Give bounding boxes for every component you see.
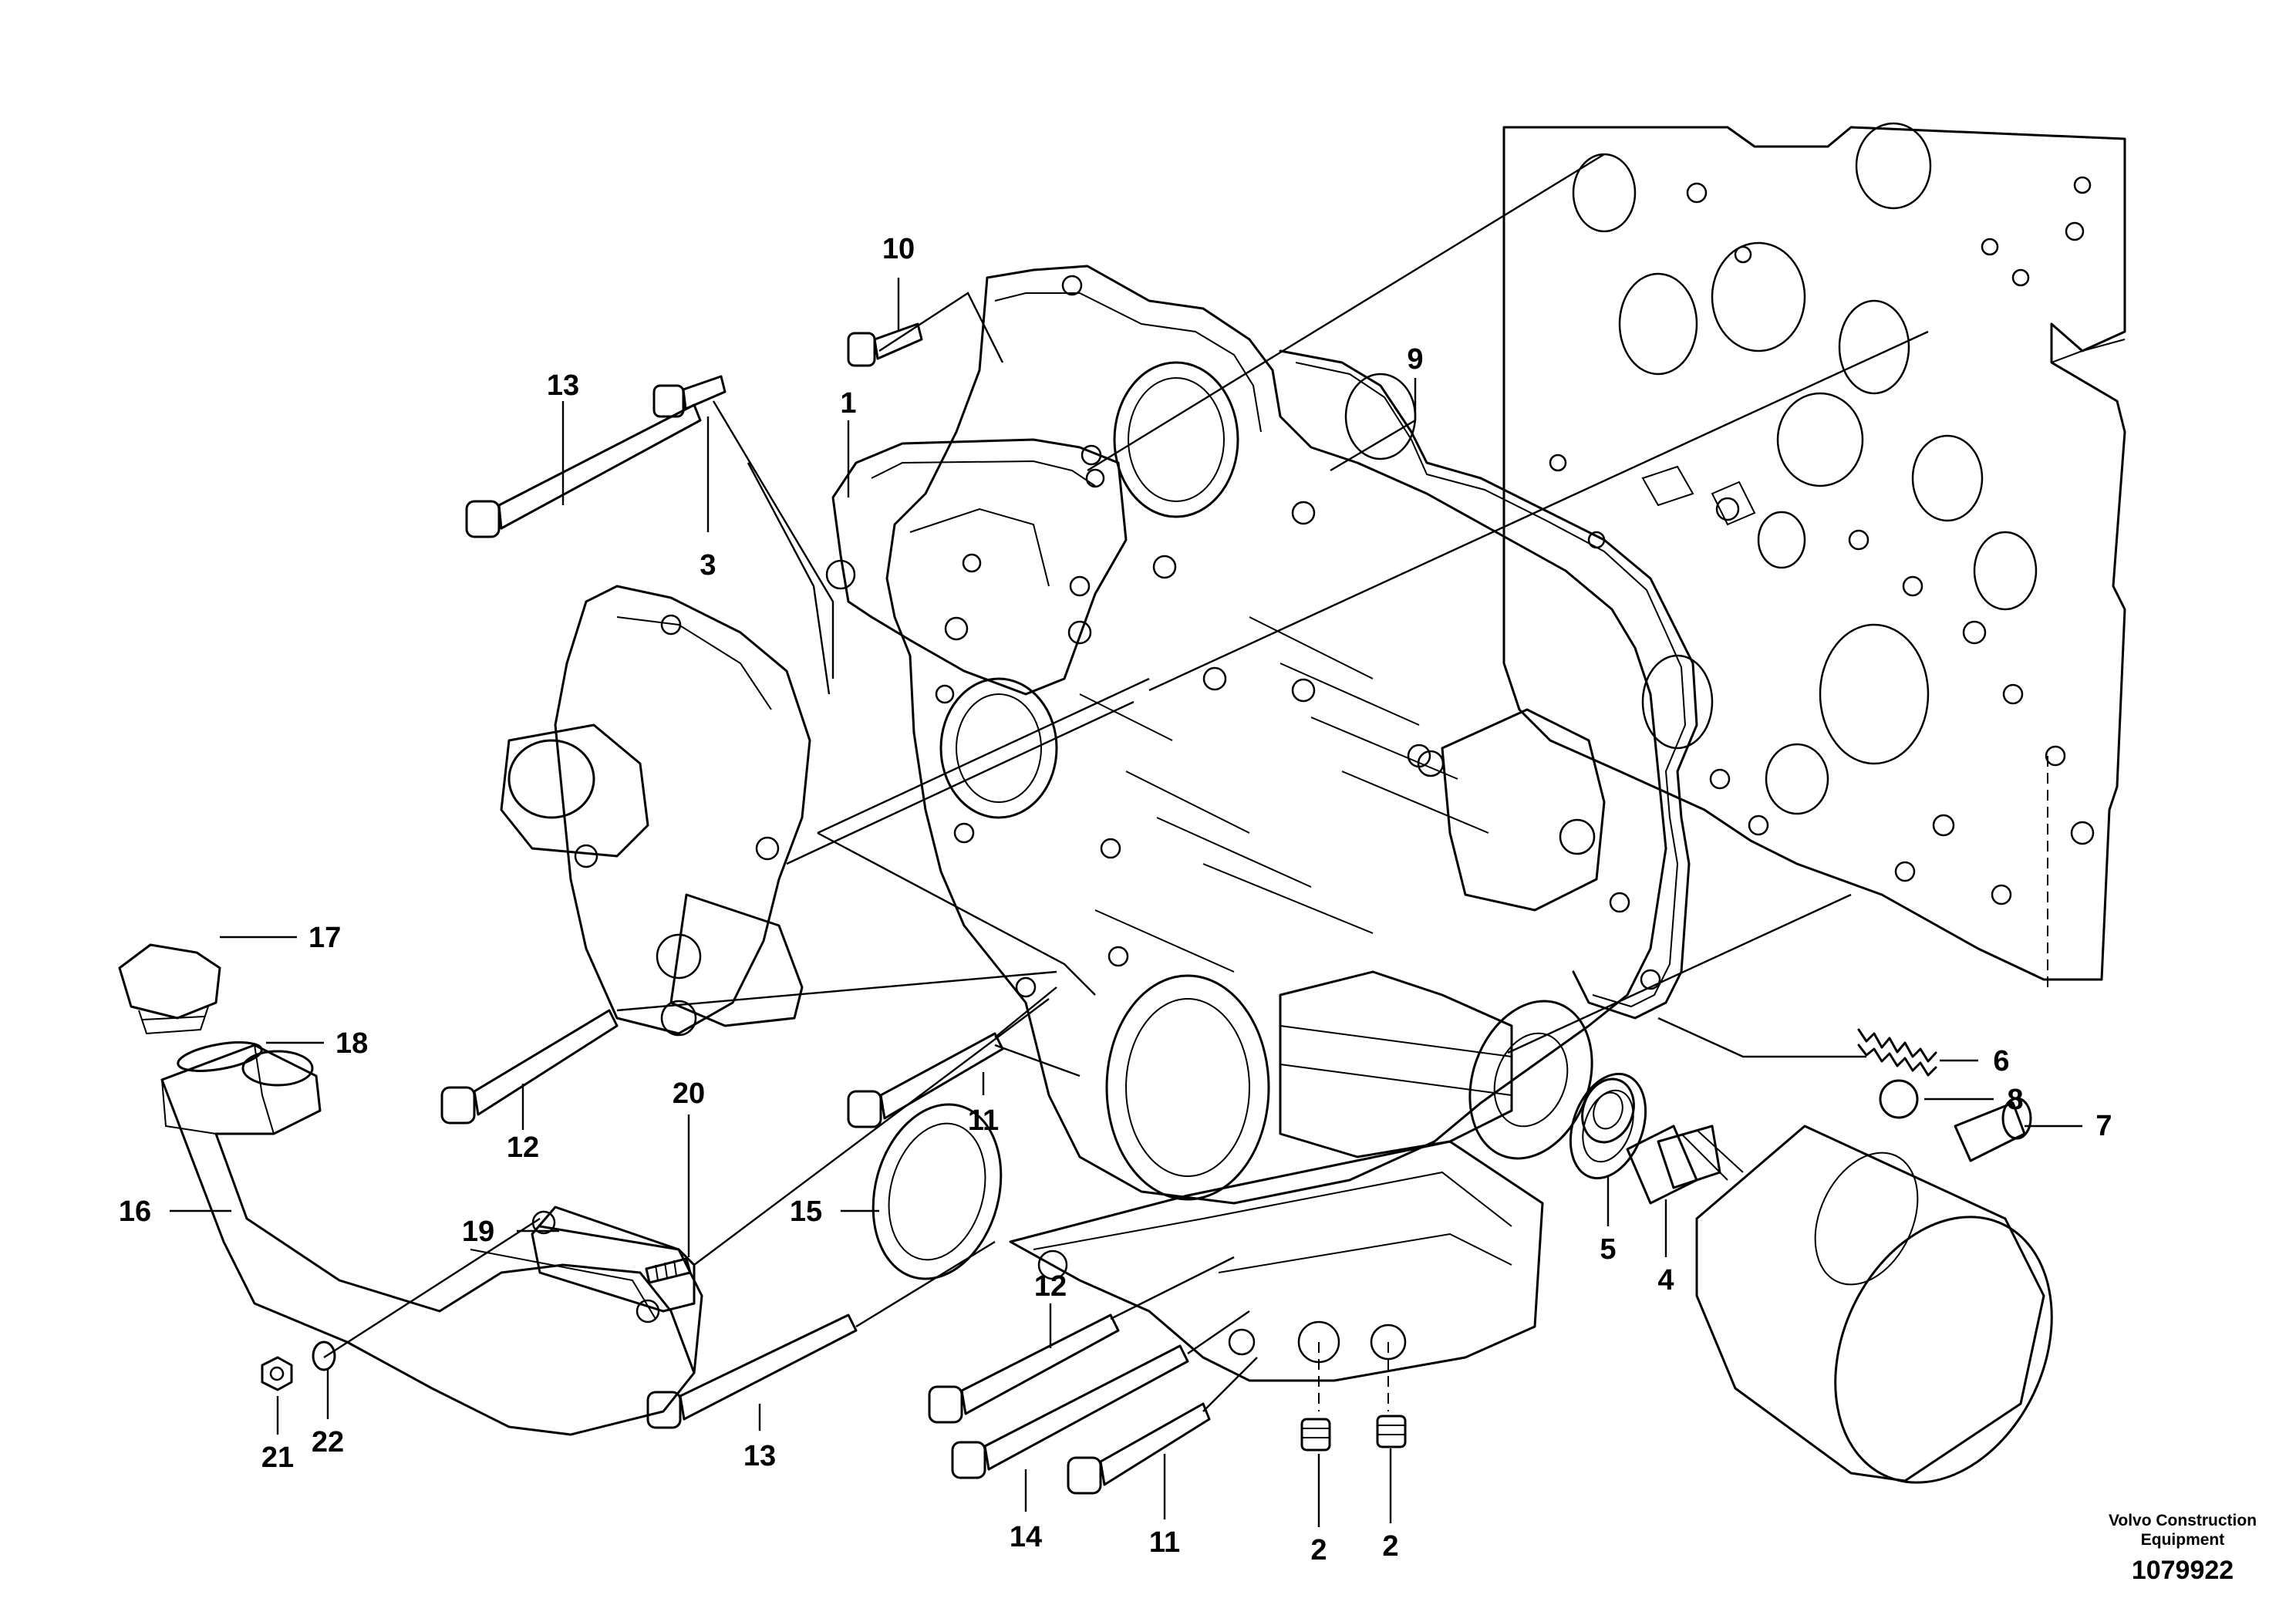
bolt-12-left bbox=[440, 1009, 619, 1125]
callout-13-lower: 13 bbox=[743, 1440, 776, 1472]
footer-block: Volvo Construction Equipment 1079922 bbox=[2109, 1512, 2257, 1585]
oil-filter-nipple bbox=[1626, 1125, 1698, 1205]
o-ring-seal bbox=[1569, 1072, 1647, 1180]
brand-line-2: Equipment bbox=[2141, 1531, 2225, 1549]
engine-block bbox=[1502, 122, 2126, 987]
callout-labels: 1 2 2 3 4 5 6 7 8 9 10 11 11 12 12 13 13… bbox=[119, 233, 2112, 1566]
lock-washer bbox=[312, 1340, 336, 1371]
oil-filter-adapter bbox=[1468, 1000, 1635, 1160]
reference-number: 1079922 bbox=[2132, 1556, 2234, 1585]
callout-6: 6 bbox=[1993, 1045, 2009, 1077]
callout-16: 16 bbox=[119, 1195, 151, 1228]
callout-22: 22 bbox=[312, 1426, 344, 1458]
oil-pan bbox=[1009, 1140, 1544, 1411]
relief-valve-plunger bbox=[1954, 1097, 2032, 1162]
callout-7: 7 bbox=[2095, 1110, 2112, 1142]
drain-plug-right bbox=[1376, 1415, 1407, 1448]
drain-plug-left bbox=[1300, 1418, 1331, 1452]
callout-18: 18 bbox=[335, 1027, 368, 1060]
oil-filler-cap bbox=[118, 943, 221, 1035]
bolt-11-lower bbox=[1067, 1402, 1211, 1495]
relief-valve-ball bbox=[1879, 1079, 1919, 1119]
bolt-11-upper bbox=[847, 1032, 1004, 1128]
bolt-13-upper bbox=[465, 403, 702, 538]
water-pump bbox=[500, 585, 811, 1037]
front-oil-seal bbox=[872, 1103, 1003, 1280]
callout-2-left: 2 bbox=[1310, 1534, 1327, 1566]
callout-15: 15 bbox=[790, 1195, 822, 1228]
brand-line-1: Volvo Construction bbox=[2109, 1512, 2257, 1529]
filler-pipe-gasket bbox=[531, 1206, 696, 1313]
callout-20: 20 bbox=[673, 1077, 705, 1110]
thermostat-housing bbox=[825, 438, 1128, 696]
callout-2-right: 2 bbox=[1382, 1530, 1398, 1563]
bolt-14 bbox=[951, 1344, 1189, 1479]
gasket bbox=[1279, 349, 1698, 1020]
bolt-10 bbox=[847, 322, 923, 367]
oil-filler-pipe bbox=[160, 1044, 703, 1436]
callout-19: 19 bbox=[462, 1216, 494, 1248]
timing-cover bbox=[885, 265, 1667, 1205]
bolt-13-lower bbox=[646, 1313, 858, 1429]
callout-11-lower: 11 bbox=[1149, 1526, 1180, 1559]
callout-8: 8 bbox=[2007, 1084, 2023, 1116]
callout-3: 3 bbox=[700, 549, 716, 582]
bolt-12-lower bbox=[928, 1313, 1120, 1424]
callout-5: 5 bbox=[1600, 1233, 1616, 1266]
callout-14: 14 bbox=[1010, 1521, 1042, 1553]
hex-nut bbox=[261, 1356, 293, 1391]
callout-12-lower: 12 bbox=[1034, 1270, 1067, 1303]
stud bbox=[645, 1257, 692, 1284]
callout-17: 17 bbox=[308, 922, 341, 954]
callout-1: 1 bbox=[840, 387, 856, 420]
filler-o-ring bbox=[177, 1041, 263, 1072]
callout-10: 10 bbox=[882, 233, 915, 265]
relief-valve-spring bbox=[1857, 1028, 1937, 1077]
callout-9: 9 bbox=[1407, 343, 1423, 376]
bolt-3 bbox=[652, 375, 727, 418]
callout-12-left: 12 bbox=[507, 1131, 539, 1164]
callout-13-upper: 13 bbox=[547, 369, 579, 402]
assembly-lines bbox=[323, 153, 1929, 1412]
callout-21: 21 bbox=[261, 1442, 294, 1474]
callout-11-upper: 11 bbox=[968, 1104, 999, 1137]
callout-4: 4 bbox=[1657, 1264, 1674, 1297]
oil-filter bbox=[1657, 1125, 2053, 1484]
callout-leaders bbox=[170, 278, 2082, 1527]
